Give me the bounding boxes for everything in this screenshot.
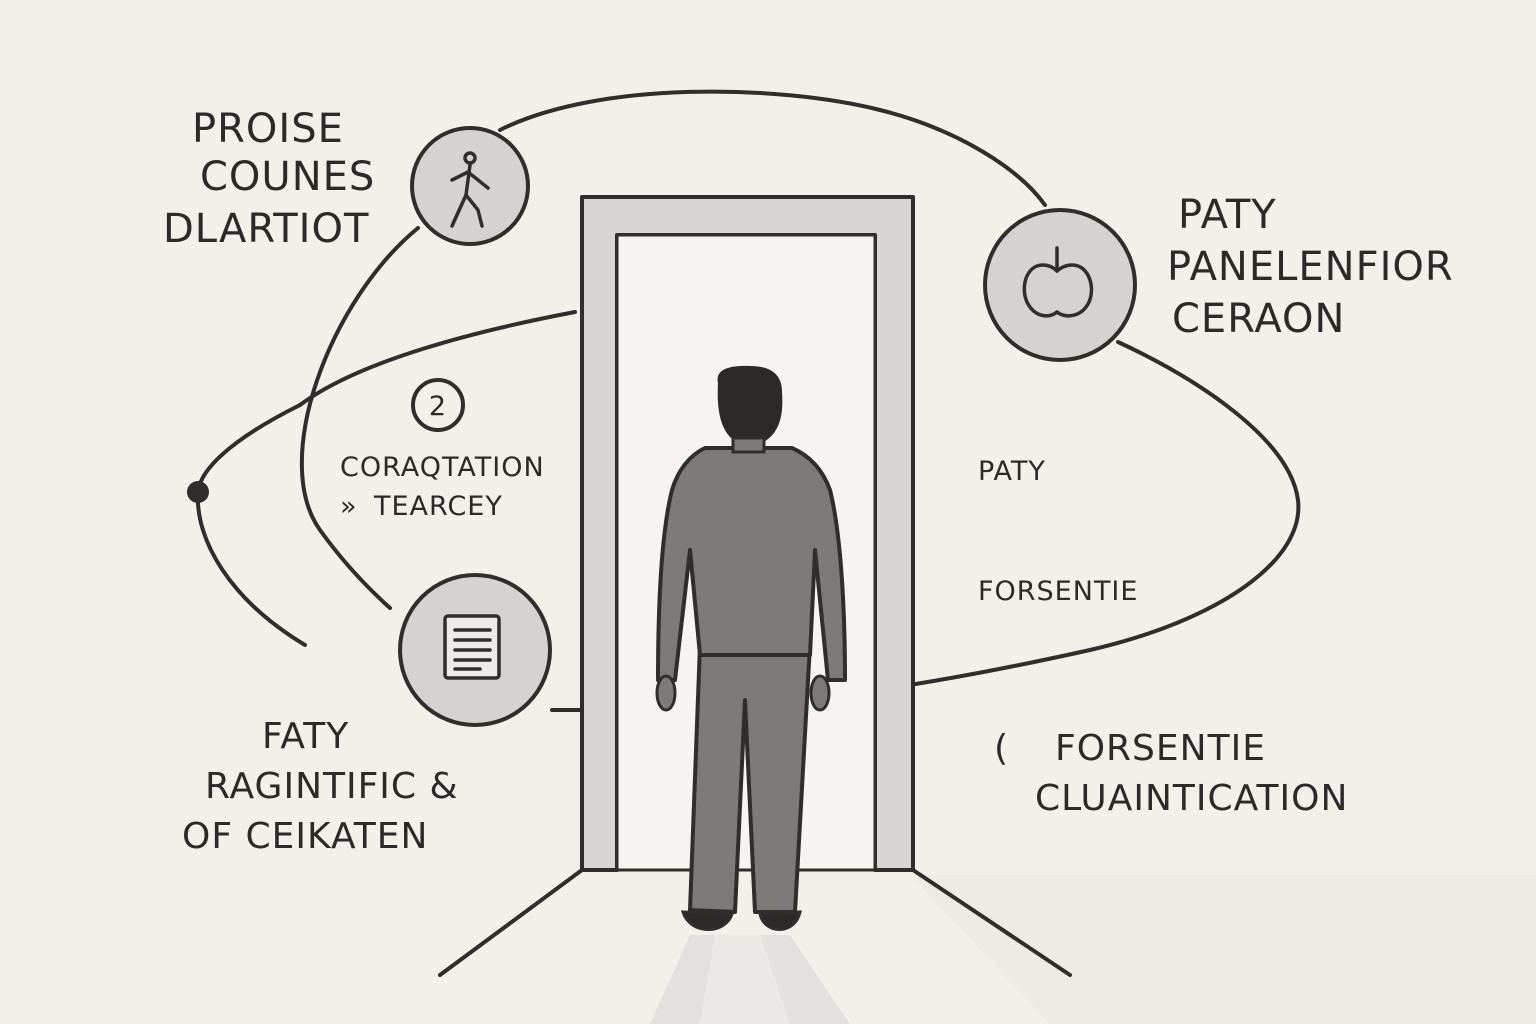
document-icon: [443, 614, 501, 680]
person-figure: [655, 365, 847, 931]
label-mid-left-line-1: CORAQTATION: [340, 452, 545, 483]
floor-light: [650, 875, 1536, 1024]
junction-dot: [187, 481, 209, 503]
label-mid-left: CORAQTATION » TEARCEY: [340, 452, 545, 522]
node-top-right: [983, 208, 1137, 362]
step-number-text: 2: [429, 391, 447, 422]
label-mid-left-line-2: TEARCEY: [373, 491, 503, 522]
label-bottom-left-line-1: FATY: [262, 716, 349, 757]
step-number: 2: [411, 378, 465, 432]
label-bottom-right-line-2: CLUAINTICATION: [1035, 778, 1348, 819]
label-right-1: PATY: [978, 456, 1046, 487]
label-top-left-line-1: PROISE: [192, 106, 344, 152]
apple-icon: [1022, 246, 1094, 318]
label-top-right-line-2: PANELENFIOR: [1167, 244, 1454, 290]
label-bottom-left-line-3: OF CEIKATEN: [182, 816, 428, 857]
label-top-left-line-3: DLARTIOT: [163, 206, 369, 252]
label-bottom-left-line-2: RAGINTIFIC &: [205, 766, 459, 807]
node-top-left: [410, 126, 530, 246]
label-top-right-line-1: PATY: [1178, 192, 1277, 238]
label-top-right-line-3: CERAON: [1172, 296, 1345, 342]
label-right-2: FORSENTIE: [978, 576, 1138, 607]
label-mid-left-prefix: »: [340, 491, 358, 522]
label-top-left-line-2: COUNES: [200, 154, 375, 200]
label-top-left: PROISE COUNES DLARTIOT: [163, 106, 375, 252]
label-top-right: PATY PANELENFIOR CERAON: [1167, 192, 1454, 342]
label-bottom-right: FORSENTIE CLUAINTICATION: [1035, 728, 1348, 819]
node-bottom-left: [398, 573, 552, 727]
label-bottom-left: FATY RAGINTIFIC & OF CEIKATEN: [182, 716, 459, 857]
walking-person-icon: [450, 151, 490, 228]
label-bottom-right-line-1: FORSENTIE: [1055, 728, 1266, 769]
bracket-mark: (: [994, 728, 1009, 769]
